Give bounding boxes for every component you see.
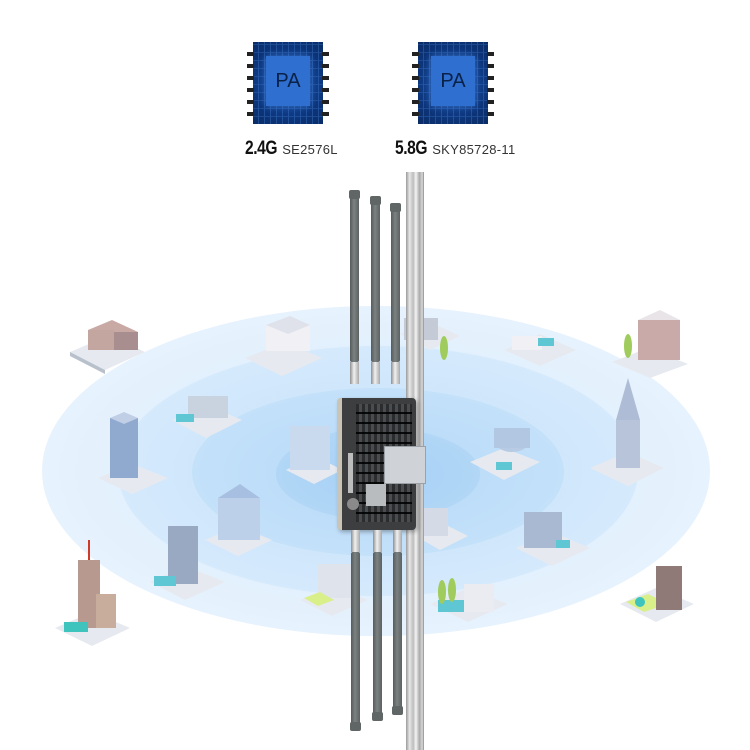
model-label: SE2576L <box>282 142 338 157</box>
building-icon <box>516 512 590 566</box>
building-icon <box>205 484 272 556</box>
antenna-cap <box>390 203 401 212</box>
building-icon <box>98 412 168 494</box>
antenna-icon <box>351 552 360 728</box>
antenna-ferrule <box>350 362 359 384</box>
building-icon <box>286 426 342 484</box>
mounting-bracket <box>384 446 426 484</box>
building-icon <box>245 316 322 376</box>
antenna-ferrule <box>371 362 380 384</box>
chip-label-2g: 2.4G SE2576L <box>245 138 338 160</box>
antenna-icon <box>371 198 380 362</box>
building-icon <box>150 526 225 600</box>
connector-port <box>347 498 359 510</box>
frequency-label: 5.8G <box>395 138 428 159</box>
building-icon <box>612 310 688 378</box>
chip-core-label: PA <box>275 69 301 92</box>
pa-chip-5g: PA <box>412 42 494 124</box>
building-icon <box>55 540 130 646</box>
antenna-ferrule <box>373 530 382 552</box>
antenna-ferrule <box>393 530 402 552</box>
antenna-cap <box>392 706 403 715</box>
building-icon <box>70 320 145 374</box>
antenna-cap <box>349 190 360 199</box>
building-icon <box>590 378 664 486</box>
antenna-cap <box>372 712 383 721</box>
led-strip <box>348 453 353 493</box>
building-icon <box>172 396 242 438</box>
antenna-ferrule <box>391 362 400 384</box>
antenna-cap <box>350 722 361 731</box>
model-label: SKY85728-11 <box>432 142 516 157</box>
antenna-icon <box>391 204 400 362</box>
device-label-plate <box>366 484 386 506</box>
antenna-cap <box>370 196 381 205</box>
building-icon <box>470 428 540 480</box>
pa-chip-2g: PA <box>247 42 329 124</box>
chip-core-label: PA <box>440 69 466 92</box>
building-icon <box>430 578 508 622</box>
antenna-icon <box>373 552 382 718</box>
antenna-ferrule <box>351 530 360 552</box>
building-icon <box>620 566 694 622</box>
frequency-label: 2.4G <box>245 138 278 159</box>
antenna-icon <box>393 552 402 712</box>
chip-label-5g: 5.8G SKY85728-11 <box>395 138 516 160</box>
building-icon <box>504 334 576 366</box>
antenna-icon <box>350 192 359 362</box>
